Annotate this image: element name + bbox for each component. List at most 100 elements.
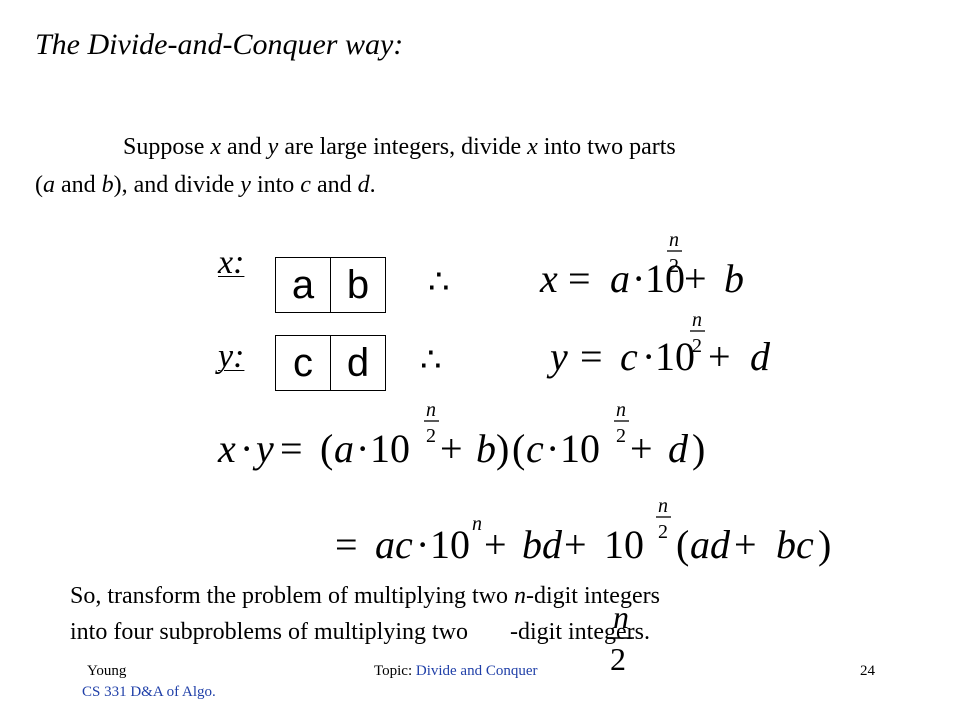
eq-xy-x: x	[217, 426, 236, 471]
equation-x: x = a · 10 n 2 + b	[539, 229, 744, 301]
eq-res-plus2: +	[564, 522, 587, 567]
intro-text: into two parts	[537, 134, 676, 160]
eq-xy-open2: (	[512, 426, 525, 471]
eq-res-bd: bd	[522, 522, 563, 567]
eq-xy-b: b	[476, 426, 496, 471]
eq-y-d: d	[750, 334, 771, 379]
conclusion-var-n: n	[513, 583, 526, 609]
eq-xy-ten2: 10	[560, 426, 600, 471]
eq-xy-d: d	[668, 426, 689, 471]
y-cell-d: d	[330, 336, 385, 390]
eq-y-eq: =	[580, 334, 603, 379]
intro-var: d	[357, 172, 370, 198]
eq-y-plus: +	[708, 334, 731, 379]
eq-xy-exp2-num: n	[616, 399, 626, 421]
eq-xy-eq: =	[280, 426, 303, 471]
eq-xy-plus2: +	[630, 426, 653, 471]
eq-xy-y: y	[252, 426, 274, 471]
eq-y-lhs: y	[546, 334, 568, 379]
footer-topic-label: Topic:	[374, 663, 416, 679]
eq-x-exp-den: 2	[669, 255, 679, 277]
conclusion-paragraph: So, transform the problem of multiplying…	[70, 578, 660, 650]
eq-xy-dot: ·	[240, 426, 253, 471]
therefore-symbol-y: ∴	[420, 342, 442, 379]
eq-res-ten2: 10	[604, 522, 644, 567]
footer-course[interactable]: CS 331 D&A of Algo.	[82, 684, 216, 700]
eq-y-dot: ·	[642, 334, 655, 379]
x-split-box: a b	[275, 257, 386, 313]
intro-text: (	[35, 172, 43, 198]
footer-topic: Topic: Divide and Conquer	[374, 663, 538, 680]
footer-page-number: 24	[860, 663, 875, 679]
equation-result: = ac · 10 n + bd + 10 n 2 ( ad + bc )	[335, 495, 831, 567]
x-cell-a: a	[291, 262, 315, 307]
slide-title: The Divide-and-Conquer way:	[35, 28, 404, 61]
eq-res-exp-den: 2	[658, 521, 668, 543]
eq-res-ten: 10	[430, 522, 470, 567]
eq-xy-a: a	[334, 426, 354, 471]
intro-text: and	[310, 172, 358, 198]
conclusion-text: into four subproblems of multiplying two	[70, 619, 468, 645]
eq-res-plus1: +	[484, 522, 507, 567]
equation-xy: x · y = ( a · 10 n 2 + b ) ( c · 10 n 2 …	[217, 399, 705, 471]
eq-xy-exp1-den: 2	[426, 425, 436, 447]
footer-topic-link[interactable]: Divide and Conquer	[415, 663, 538, 679]
eq-x-plus: +	[684, 256, 707, 301]
eq-res-ad: ad	[690, 522, 731, 567]
y-split-box: c d	[275, 335, 386, 391]
frac-den: 2	[610, 641, 626, 677]
eq-x-eq: =	[568, 256, 591, 301]
intro-line-2: (a and b), and divide y into c and d.	[35, 166, 895, 204]
eq-xy-ten1: 10	[370, 426, 410, 471]
intro-var: y	[240, 172, 251, 198]
eq-res-n: n	[472, 513, 482, 535]
therefore-symbol-x: ∴	[428, 264, 450, 301]
eq-res-ac: ac	[375, 522, 413, 567]
eq-x-exp-num: n	[669, 229, 679, 251]
intro-text: are large integers, divide	[278, 134, 528, 160]
intro-text: .	[369, 172, 376, 198]
eq-xy-dot3: ·	[546, 426, 559, 471]
eq-y-c: c	[620, 334, 638, 379]
eq-res-close: )	[818, 522, 831, 567]
frac-num: n	[613, 599, 629, 635]
eq-x-lhs: x	[539, 256, 558, 301]
footer-author: Young	[87, 663, 127, 679]
x-label: x:	[218, 244, 245, 281]
intro-text: and	[221, 134, 268, 160]
eq-res-eq: =	[335, 522, 358, 567]
conclusion-line-2: into four subproblems of multiplying two…	[70, 614, 660, 650]
eq-y-ten: 10	[655, 334, 695, 379]
eq-res-plus3: +	[734, 522, 757, 567]
eq-x-a: a	[610, 256, 630, 301]
intro-line-1: Suppose x and y are large integers, divi…	[35, 128, 895, 166]
intro-var: c	[300, 172, 311, 198]
intro-var: x	[527, 134, 538, 160]
eq-xy-c: c	[526, 426, 544, 471]
eq-xy-open1: (	[320, 426, 333, 471]
intro-var: x	[210, 134, 221, 160]
eq-res-dot: ·	[416, 522, 429, 567]
eq-xy-exp2-den: 2	[616, 425, 626, 447]
x-cell-b: b	[330, 258, 385, 312]
y-label: y:	[218, 338, 245, 375]
eq-xy-close2: )	[692, 426, 705, 471]
eq-res-bc: bc	[776, 522, 814, 567]
eq-x-b: b	[724, 256, 744, 301]
intro-text: and	[55, 172, 102, 198]
eq-xy-plus1: +	[440, 426, 463, 471]
intro-text: Suppose	[123, 134, 211, 160]
conclusion-text: -digit integers	[525, 583, 660, 609]
eq-y-exp-num: n	[692, 309, 702, 331]
conclusion-text: So, transform the problem of multiplying…	[70, 583, 514, 609]
conclusion-text: -digit integers.	[509, 619, 650, 645]
eq-xy-exp1-num: n	[426, 399, 436, 421]
intro-text: into	[250, 172, 301, 198]
conclusion-line-1: So, transform the problem of multiplying…	[70, 578, 660, 614]
intro-var: y	[267, 134, 279, 160]
eq-y-exp-den: 2	[692, 335, 702, 357]
eq-x-dot: ·	[632, 256, 645, 301]
intro-var: a	[43, 172, 55, 198]
equation-y: y = c · 10 n 2 + d	[546, 309, 771, 379]
